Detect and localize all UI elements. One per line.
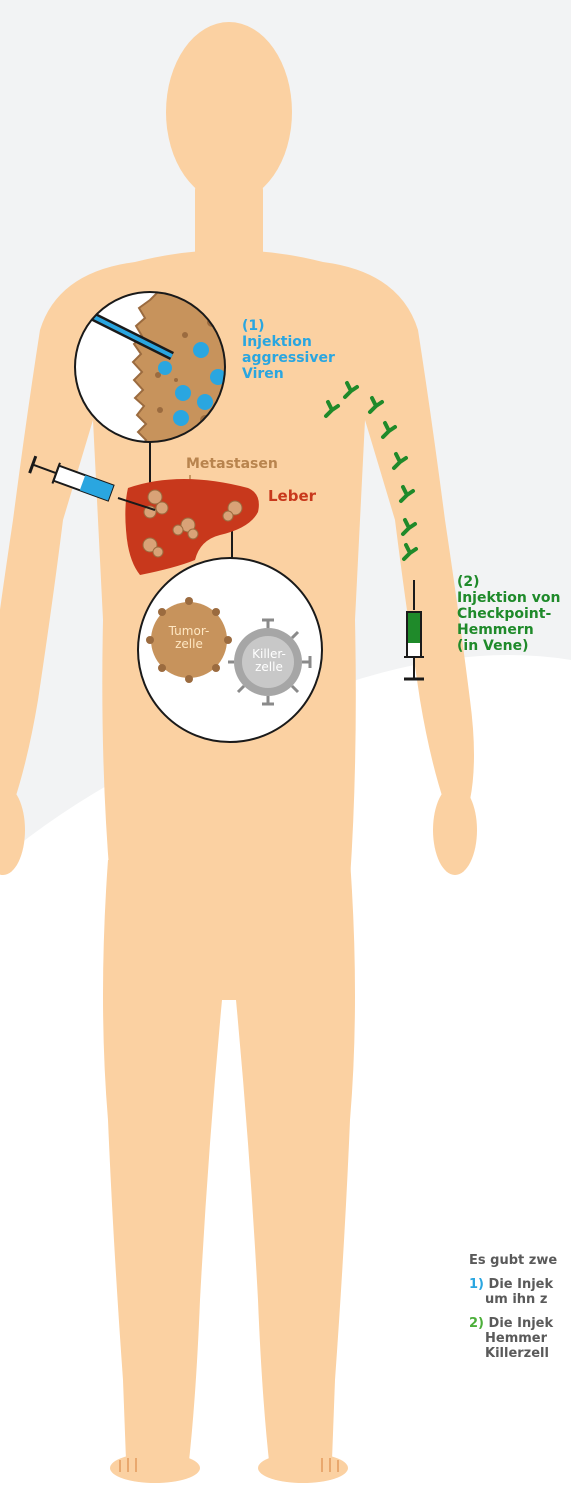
legend-item-1: 1) Die Injek um ihn z <box>469 1277 571 1307</box>
injection1-line4: Viren <box>242 366 335 382</box>
legend-item2-num: 2) <box>469 1316 484 1331</box>
injection1-label: (1) Injektion aggressiver Viren <box>242 318 335 382</box>
legend: Es gubt zwe 1) Die Injek um ihn z 2) Die… <box>469 1253 571 1370</box>
injection1-line2: Injektion <box>242 334 335 350</box>
legend-item-2: 2) Die Injek Hemmer Killerzell <box>469 1316 571 1361</box>
tumor-cell-line2: zelle <box>163 638 215 651</box>
injection2-line2: Injektion von <box>457 590 560 606</box>
legend-item2-line2: Hemmer <box>469 1331 547 1346</box>
metastasen-label: Metastasen <box>186 456 278 472</box>
injection2-line4: Hemmern <box>457 622 560 638</box>
legend-item1-num: 1) <box>469 1277 484 1292</box>
injection2-label: (2) Injektion von Checkpoint- Hemmern (i… <box>457 574 560 654</box>
killer-cell-label: Killer- zelle <box>244 648 294 674</box>
injection1-line1: (1) <box>242 318 335 334</box>
legend-item2-line1: Die Injek <box>489 1316 554 1331</box>
injection2-line5: (in Vene) <box>457 638 560 654</box>
injection1-line3: aggressiver <box>242 350 335 366</box>
injection2-line1: (2) <box>457 574 560 590</box>
tumor-cell-label: Tumor- zelle <box>163 625 215 651</box>
legend-intro: Es gubt zwe <box>469 1253 571 1268</box>
injection2-line3: Checkpoint- <box>457 606 560 622</box>
legend-item1-line1: Die Injek <box>489 1277 554 1292</box>
legend-item2-line3: Killerzell <box>469 1346 549 1361</box>
legend-item1-line2: um ihn z <box>469 1292 547 1307</box>
liver-label: Leber <box>268 488 316 505</box>
killer-cell-line2: zelle <box>244 661 294 674</box>
